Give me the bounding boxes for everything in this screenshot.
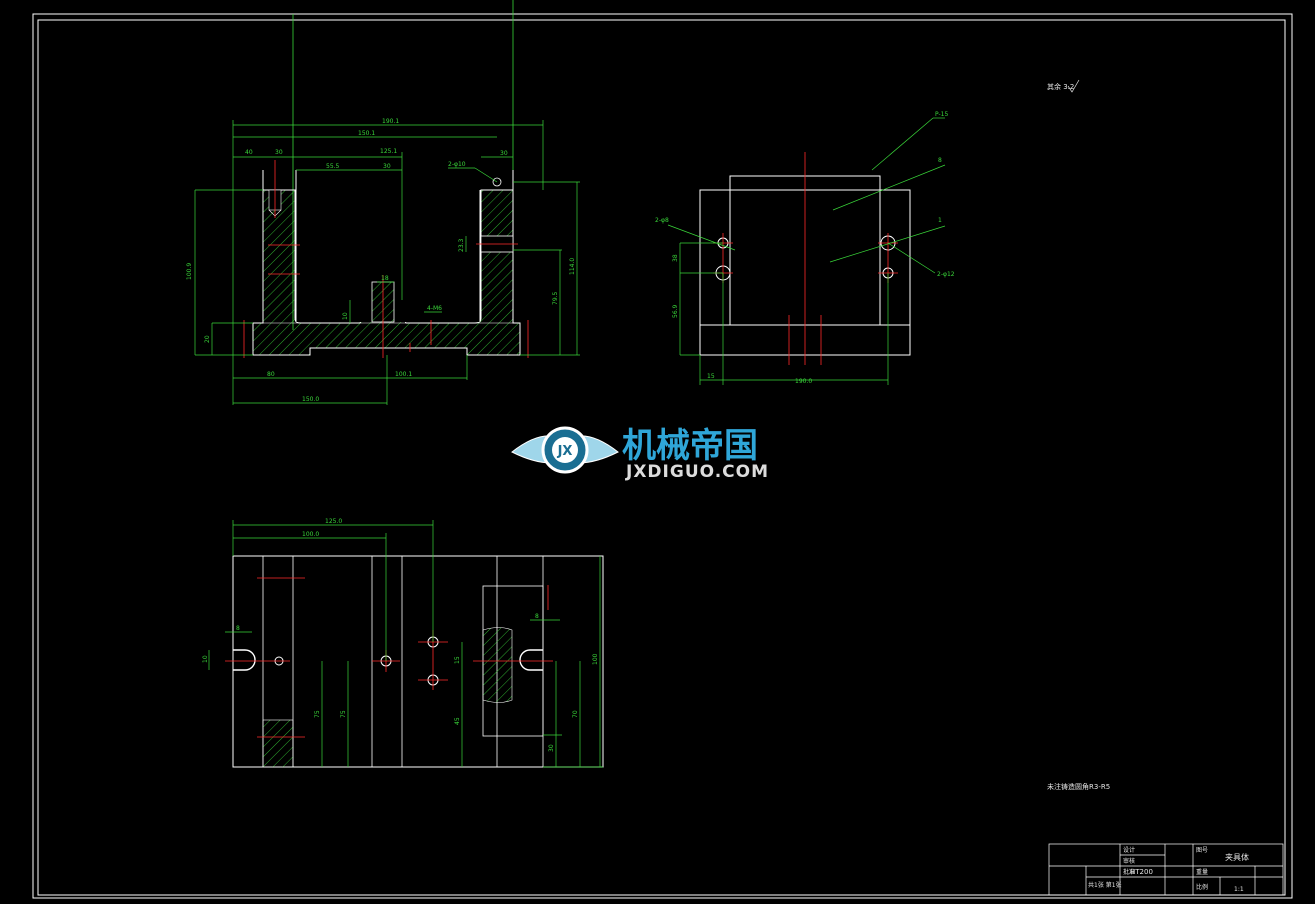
technical-note: 未注铸造圆角R3-R5: [1047, 782, 1110, 791]
side-dim-h2: 56.9: [672, 304, 679, 318]
dim-mid-width: 55.5: [326, 163, 340, 170]
tb-checked: 审核: [1123, 857, 1135, 865]
top-dim-h1: 75: [314, 710, 321, 718]
dim-inner-width: 125.1: [380, 148, 397, 155]
watermark-badge: JX: [557, 444, 573, 459]
watermark-url: JXDIGUO.COM: [625, 462, 769, 482]
side-leader-b: 8: [938, 157, 942, 164]
dim-hole-label: 2-φ10: [448, 161, 466, 168]
top-dim-h6: 70: [572, 710, 579, 718]
tb-part-name: 夹具体: [1225, 852, 1249, 862]
title-block: [1048, 843, 1284, 896]
top-dim-h2: 75: [340, 710, 347, 718]
dim-right-step: 30: [500, 150, 508, 157]
side-hole-callout: 2-φ12: [937, 271, 955, 278]
dim-height-total: 100.9: [186, 263, 193, 280]
tb-material: HT200: [1130, 868, 1153, 876]
side-dim-w1: 15: [707, 373, 715, 380]
top-dim-h8: 30: [548, 744, 555, 752]
watermark-logo: JX 机械帝国 JXDIGUO.COM: [511, 426, 769, 482]
dim-bottom-c: 150.0: [302, 396, 319, 403]
front-view: 190.1 150.1 125.1 40 30 55.5 30 30 2-φ10…: [186, 118, 580, 405]
top-dim-sub: 100.0: [302, 531, 319, 538]
dim-overall-width: 190.1: [382, 118, 399, 125]
dim-second-width: 150.1: [358, 130, 375, 137]
side-leader-c: 1: [938, 217, 942, 224]
tb-sheet: 共1张 第1张: [1088, 881, 1122, 889]
tb-weight: 重量: [1196, 868, 1208, 876]
tb-scale: 1:1: [1234, 886, 1244, 893]
dim-left-offset-a: 40: [245, 149, 253, 156]
dim-thread-label: 4-M6: [427, 305, 442, 312]
outer-frame: [32, 13, 1293, 899]
tb-school: 图号: [1196, 847, 1208, 854]
roughness-note: 其余 3.2: [1047, 82, 1074, 91]
tb-ratio-label: 比例: [1196, 883, 1208, 891]
dim-right-h1: 114.0: [569, 258, 576, 275]
inner-frame: [37, 19, 1286, 896]
tb-approved: 批准: [1123, 868, 1135, 876]
side-leader-a: P-15: [935, 111, 948, 118]
side-dim-h1: 38: [672, 254, 679, 262]
dim-bottom-a: 80: [267, 371, 275, 378]
top-dim-overall: 125.0: [325, 518, 342, 525]
top-dim-h3: 45: [454, 717, 461, 725]
dim-height-base: 20: [204, 335, 211, 343]
dim-right-h2: 79.5: [552, 291, 559, 305]
watermark-title: 机械帝国: [622, 426, 758, 466]
tb-drawn: 设计: [1123, 846, 1135, 854]
dim-slot-h: 10: [342, 312, 349, 320]
side-dim-w2: 190.0: [795, 378, 812, 385]
top-dim-h-small: 10: [202, 655, 209, 663]
top-view: 125.0 100.0 8 10 75 75 45 15 8 70 100 30: [202, 518, 604, 768]
dim-slot-width: 30: [383, 163, 391, 170]
top-dim-h7: 100: [592, 653, 599, 665]
top-dim-h4: 15: [454, 656, 461, 664]
dim-bottom-b: 100.1: [395, 371, 412, 378]
top-dim-h5: 8: [535, 613, 539, 620]
dim-right-h3: 23.3: [458, 238, 465, 252]
side-left-callout: 2-φ8: [655, 217, 669, 224]
dim-boss-w: 18: [381, 275, 389, 282]
dim-left-offset-b: 30: [275, 149, 283, 156]
top-dim-w-small: 8: [236, 625, 240, 632]
side-view: P-15 8 1 2-φ12 2-φ8 38 56.9 15 190.0: [655, 111, 955, 385]
